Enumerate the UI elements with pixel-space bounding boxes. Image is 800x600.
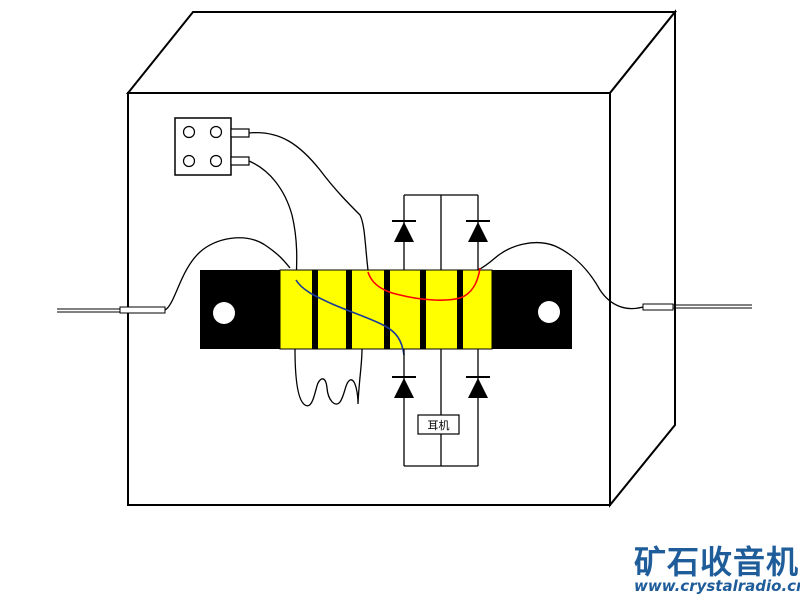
coil-end-cap-right: [492, 270, 572, 349]
blue-wire: [295, 279, 405, 356]
box-side-face: [609, 9, 676, 508]
lower-diodes: [392, 349, 490, 467]
red-wire: [367, 267, 481, 301]
watermark-title: 矿石收音机: [634, 543, 800, 581]
earphone-label: 耳机: [428, 418, 450, 432]
antenna-lead: [57, 237, 291, 314]
coil: [200, 269, 572, 350]
enclosure-box: [125, 9, 678, 508]
mounting-hole-right: [538, 301, 560, 323]
upper-diodes: [392, 194, 490, 270]
coil-lead-loops: [294, 348, 363, 407]
diode-upper-left: [394, 222, 414, 242]
diode-lower-right: [468, 378, 488, 398]
mounting-hole-left: [213, 302, 235, 324]
terminal-block: [174, 117, 250, 176]
terminal-wire-lower: [248, 160, 298, 283]
watermark-url: www.crystalradio.cn: [634, 577, 800, 595]
terminal-wire-upper: [248, 131, 369, 271]
diode-lower-left: [394, 378, 414, 398]
box-top-face: [125, 11, 678, 94]
diode-upper-right: [468, 222, 488, 242]
earphone: 耳机: [417, 414, 460, 435]
coil-end-cap-left: [200, 270, 280, 349]
ground-lead: [477, 242, 752, 311]
